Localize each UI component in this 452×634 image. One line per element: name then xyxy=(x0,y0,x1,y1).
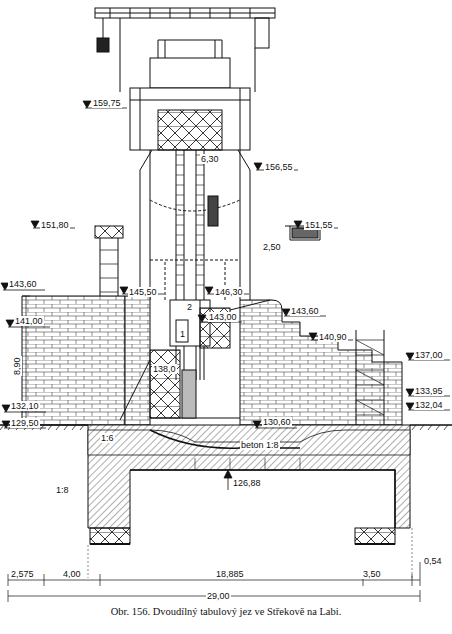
figure-caption: Obr. 156. Dvoudílný tabulový jez ve Stře… xyxy=(0,606,452,617)
dimension-label: 156,55 xyxy=(264,162,294,172)
dimension-label: 129,50 xyxy=(10,418,40,428)
dimension-label: 8,90 xyxy=(12,356,22,376)
dimension-label: 159,75 xyxy=(92,98,122,108)
dimension-label: 145,50 xyxy=(128,287,158,297)
dimension-label: 138,0 xyxy=(152,364,177,374)
dimension-label: 137,00 xyxy=(414,350,444,360)
dimension-label: 133,95 xyxy=(414,386,444,396)
dimension-label: 18,885 xyxy=(215,569,245,579)
dimension-label: 0,54 xyxy=(423,556,443,566)
dimension-label: 132,04 xyxy=(414,400,444,410)
dimension-label: 126,88 xyxy=(232,478,262,488)
callout-number: 2 xyxy=(186,302,193,312)
dimension-label: 1:6 xyxy=(100,433,115,443)
dimension-label: 141,00 xyxy=(14,316,44,326)
dimension-label: 143,60 xyxy=(8,279,38,289)
dimension-label: 146,30 xyxy=(214,287,244,297)
dimension-label: 151,80 xyxy=(40,220,70,230)
dimension-label: 2,575 xyxy=(10,569,35,579)
dimension-label: 29,00 xyxy=(206,591,231,601)
dimension-label: 6,30 xyxy=(200,154,220,164)
dimension-label: 3,50 xyxy=(362,569,382,579)
callout-number: 1 xyxy=(179,329,186,339)
elevation-marker xyxy=(224,470,232,490)
dimension-label: 140,90 xyxy=(318,332,348,342)
dimension-label: 143,60 xyxy=(290,306,320,316)
dimension-label: 132,10 xyxy=(10,401,40,411)
dimension-label: 1:8 xyxy=(55,485,70,495)
dimension-label: 151,55 xyxy=(304,220,334,230)
dimension-label: 2,50 xyxy=(262,242,282,252)
dimension-label: 4,00 xyxy=(62,569,82,579)
dimension-label: 143,00 xyxy=(208,312,238,322)
dimension-label: 130,60 xyxy=(262,417,292,427)
dimension-label: beton 1:8 xyxy=(240,440,280,450)
